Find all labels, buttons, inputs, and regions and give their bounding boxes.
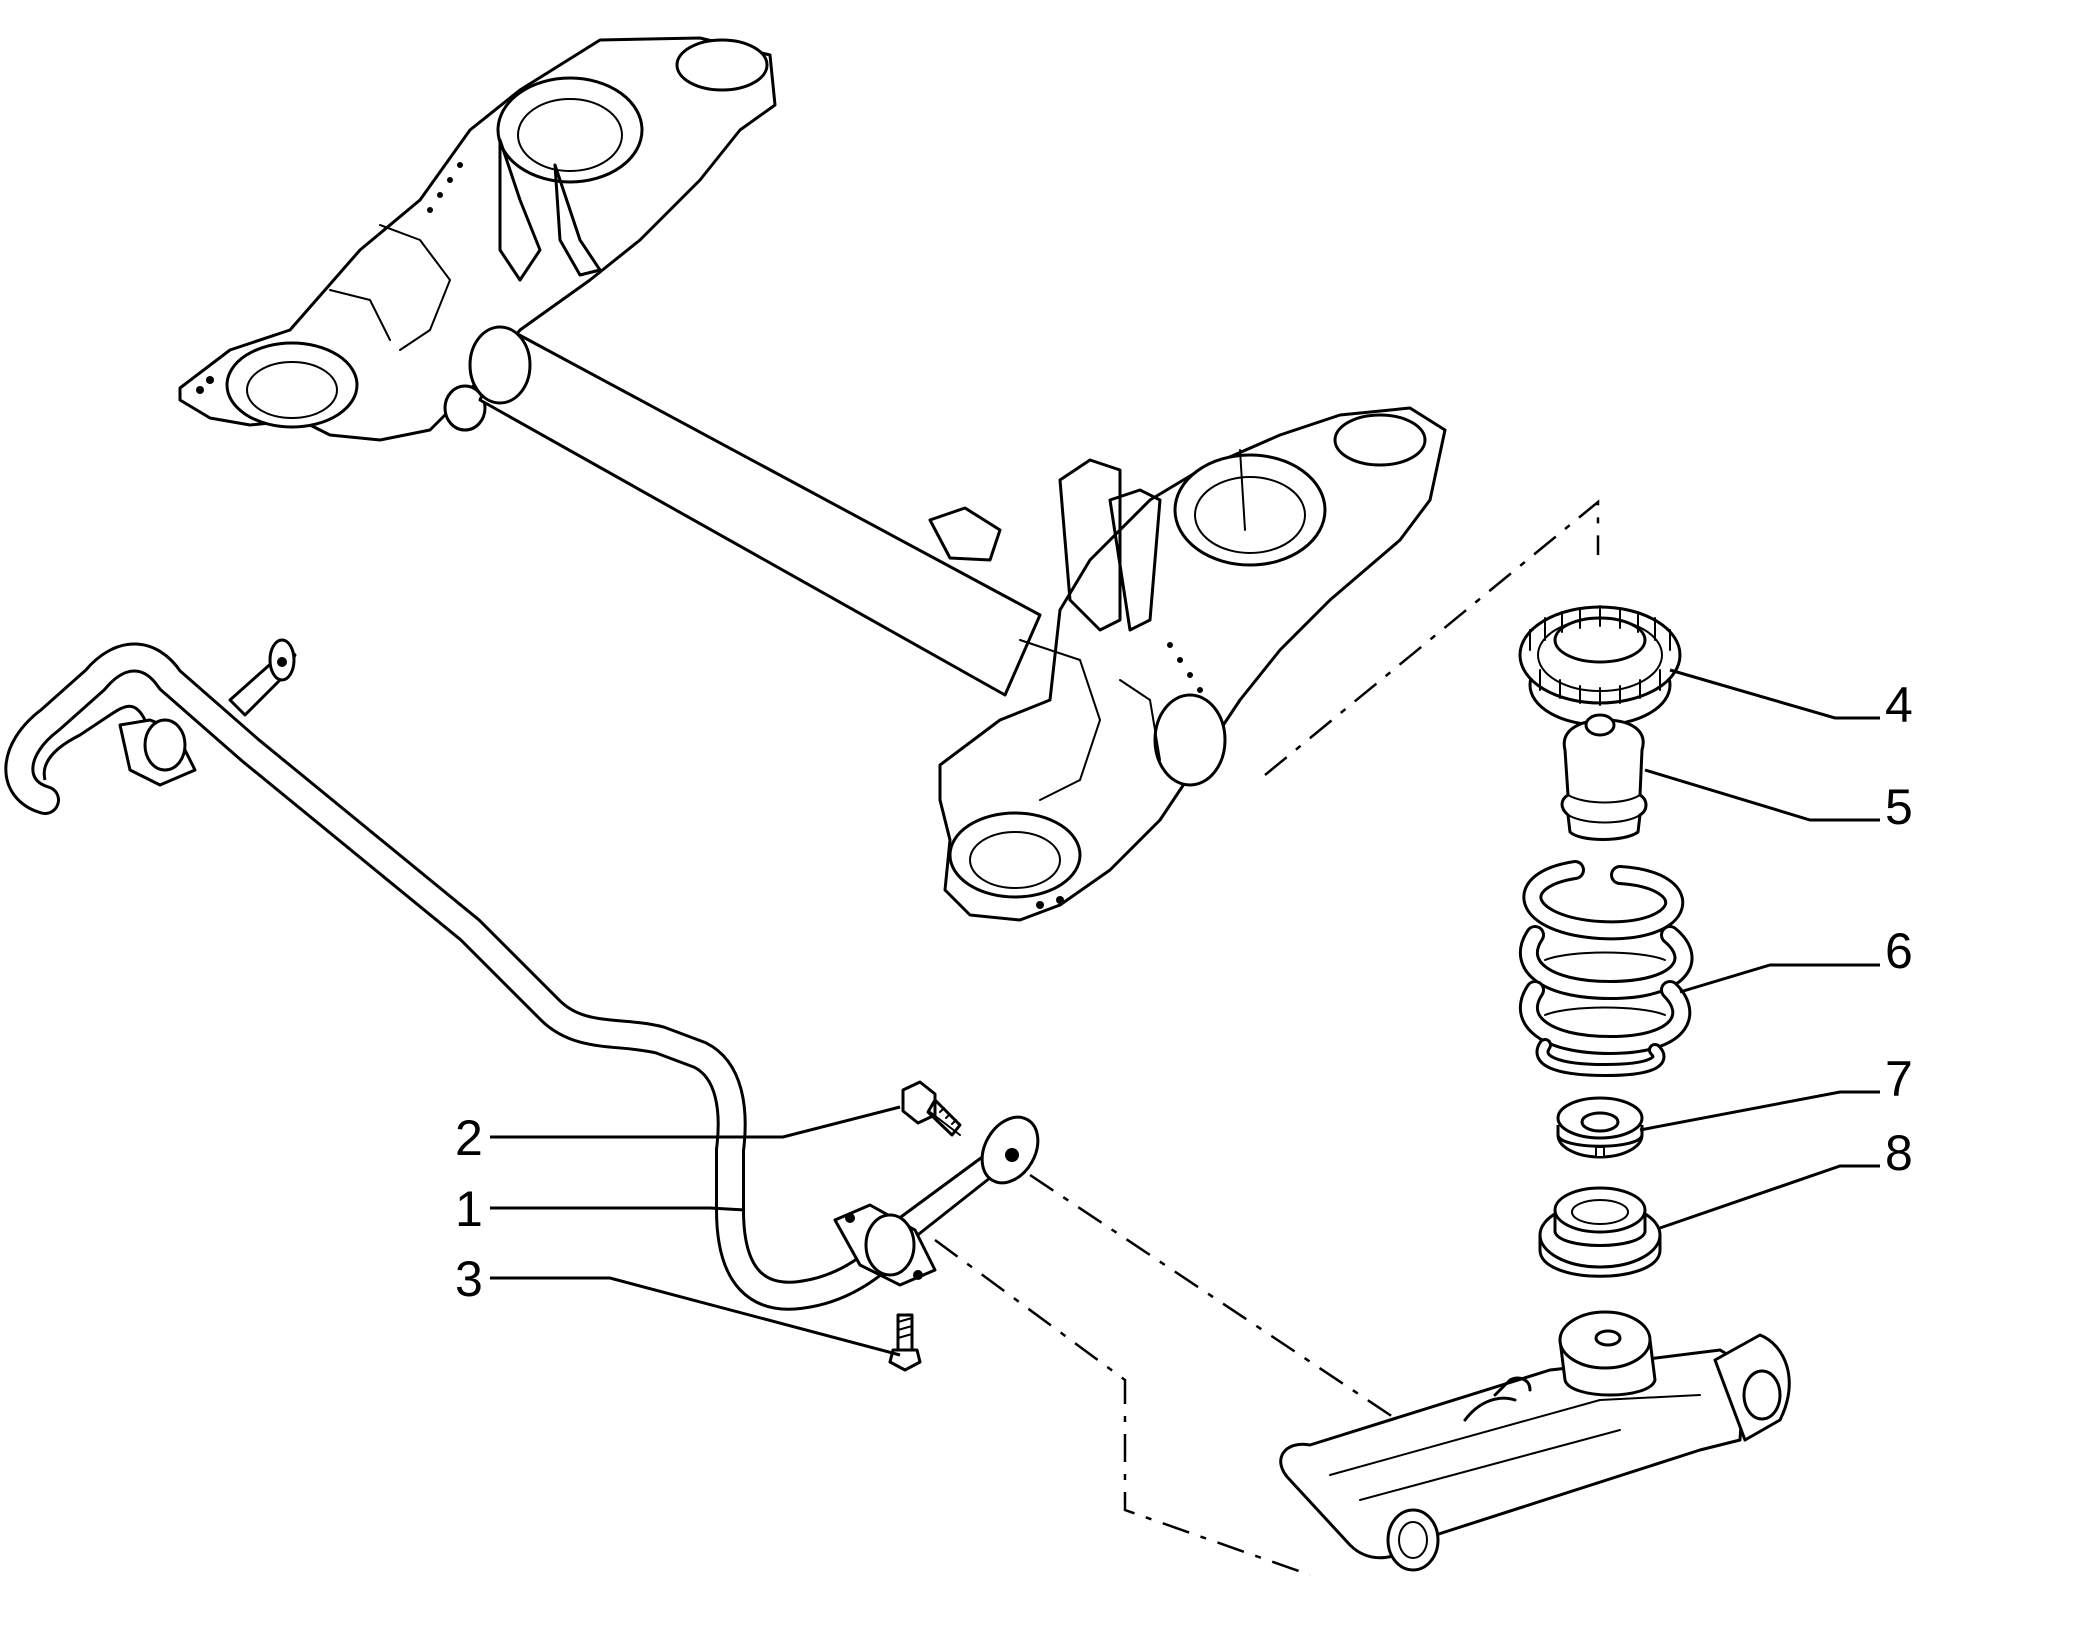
callout-7: 7 [1885,1051,1913,1107]
upper-spring-seat [1518,605,1682,727]
stabilizer-bar [4,638,1040,1311]
callout-3: 3 [455,1251,483,1307]
bolt-2 [901,1080,962,1137]
callout-numbers: 2 1 3 4 5 6 7 8 [455,677,1913,1307]
lower-trailing-arm [1279,1310,1791,1572]
stabilizer-bar-clamp [833,1203,937,1287]
assembly-axis-bar-end [1029,1173,1421,1437]
callout-4: 4 [1885,677,1913,733]
callout-2: 2 [455,1110,483,1166]
callout-1: 1 [455,1181,483,1237]
callout-8: 8 [1885,1125,1913,1181]
assembly-axis-bar-clamp [934,1238,1311,1577]
bump-stop [1560,713,1648,841]
callout-5: 5 [1885,779,1913,835]
callout-6: 6 [1885,923,1913,979]
coil-spring [1519,860,1694,1078]
lower-spring-seat [1556,1096,1644,1159]
axle-crossmember [178,36,1447,922]
callout-leaders [490,668,1880,1357]
assembly-axis-upper [1264,499,1600,776]
spring-bushing [1538,1186,1662,1278]
bolt-3 [888,1313,922,1372]
